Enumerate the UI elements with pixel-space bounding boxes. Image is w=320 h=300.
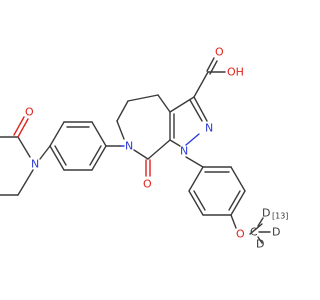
bond-ph-6-inner <box>89 145 102 166</box>
carboxylic-acid-group: O OH <box>193 46 244 98</box>
bond-c2-o-double <box>13 116 25 136</box>
bond-ph-1 <box>91 121 107 147</box>
bond-ph-4 <box>49 145 65 171</box>
bond-ph-4-inner <box>54 145 67 166</box>
bond-n2-n1 <box>185 133 200 146</box>
bond-ph2-5-inner <box>193 190 206 211</box>
bond-ph2-3-inner <box>228 190 241 211</box>
bond-c-d1 <box>257 217 264 227</box>
bond-c7-c7a <box>147 139 171 160</box>
bond-acid-c-o-1 <box>206 57 215 72</box>
acid-carbonyl-oxygen-label: O <box>215 46 224 59</box>
bond-n1-phenyl <box>185 156 204 168</box>
isotope-label: [13] <box>272 212 288 221</box>
bond-n-c6 <box>17 169 34 196</box>
bond-c-d3 <box>257 236 263 244</box>
bond-c3-n2 <box>193 96 208 122</box>
bond-acid-c-o-2 <box>209 60 218 75</box>
bond-ph2-o <box>230 214 237 229</box>
bond-ph-n <box>39 145 51 160</box>
bond-c3-n2-double <box>189 99 203 122</box>
bond-o-c <box>249 223 263 235</box>
bond-acid-c-ring <box>193 71 209 98</box>
phenyl-ring-right <box>185 156 246 216</box>
lactam-oxygen-label: O <box>143 178 152 191</box>
methoxy-group: O C [13] D D D <box>230 207 288 251</box>
methyl-carbon-label: C <box>250 226 258 239</box>
piperidinone-oxygen-label: O <box>25 106 34 119</box>
deuterium-2-label: D <box>272 226 280 239</box>
bond-ph2-5 <box>188 190 204 216</box>
pyrazole-n2-label: N <box>205 122 213 135</box>
bond-ph2-2 <box>230 166 246 192</box>
deuterium-3-label: D <box>256 238 264 251</box>
bond-c2-o <box>17 118 29 138</box>
structure-canvas: O OH N N N O <box>0 46 288 251</box>
bond-c4-c5 <box>127 94 159 102</box>
pyrazole-n1-label: N <box>180 145 188 158</box>
ether-oxygen-label: O <box>236 228 245 241</box>
lactam-n-label: N <box>125 140 133 153</box>
bond-c3a-c4 <box>157 94 171 113</box>
bond-ph-6 <box>91 145 107 171</box>
bond-n-c2 <box>17 136 31 158</box>
bond-c5-c6 <box>116 100 129 122</box>
deuterium-1-label: D <box>262 207 270 220</box>
bond-n-c7 <box>133 149 149 160</box>
bond-ph2-6 <box>188 166 204 192</box>
piperidinone-ring: N O <box>0 106 51 196</box>
molecule-structure: O OH N N N O <box>0 46 288 251</box>
lactam-ring: N O <box>116 94 171 191</box>
piperidinone-n-label: N <box>31 158 39 171</box>
pyrazole-ring: N N <box>169 96 213 158</box>
bond-ph-3 <box>49 121 65 147</box>
bond-c6-n <box>116 120 125 140</box>
bond-c3-c3a <box>169 96 195 113</box>
acid-hydroxyl-label: OH <box>227 66 244 79</box>
bond-c7a-n1 <box>169 139 181 147</box>
phenyl-ring-left <box>49 121 125 171</box>
bond-ph2-3 <box>230 190 246 216</box>
